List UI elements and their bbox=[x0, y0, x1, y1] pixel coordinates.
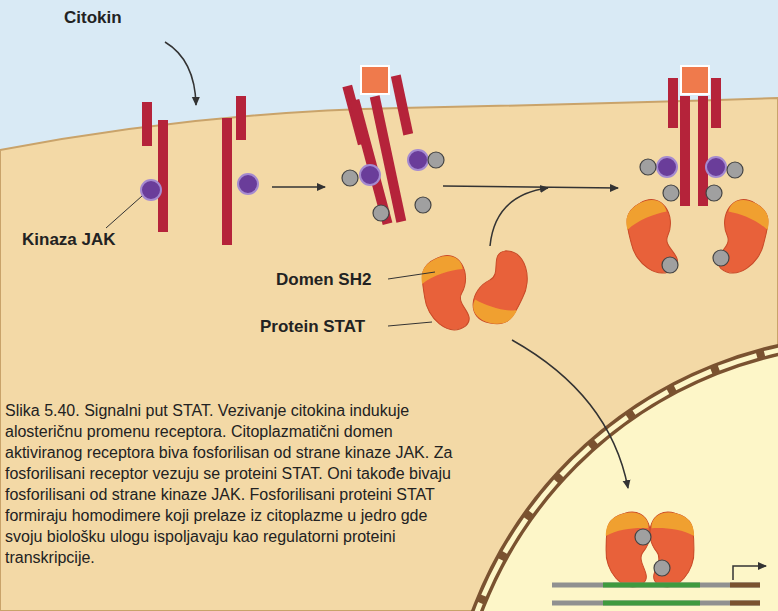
callout-label: Protein STAT bbox=[260, 317, 365, 337]
callout-label: Citokin bbox=[64, 8, 122, 28]
callout-label: Domen SH2 bbox=[276, 270, 371, 290]
callout-label: Kinaza JAK bbox=[22, 230, 116, 250]
figure-caption: Slika 5.40. Signalni put STAT. Vezivanje… bbox=[5, 400, 455, 568]
